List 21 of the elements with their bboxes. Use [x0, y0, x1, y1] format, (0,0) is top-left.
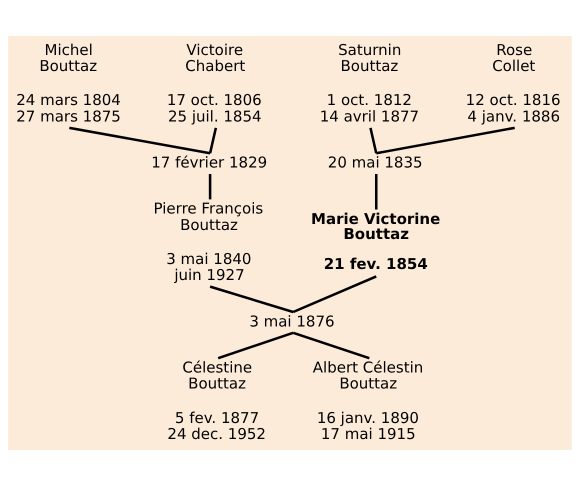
connector — [369, 127, 378, 154]
connector — [218, 331, 294, 359]
node-text: 17 février 1829 — [151, 153, 268, 172]
node-text: Victoire Chabert 17 oct. 1806 25 juil. 1854 — [166, 40, 262, 125]
connector — [376, 126, 515, 154]
node-text: Pierre François Bouttaz 3 mai 1840 juin 1927 — [154, 199, 264, 284]
connector — [208, 174, 212, 199]
node-text: Michel Bouttaz 24 mars 1804 27 mars 1875 — [16, 40, 121, 125]
node-text: Rose Collet 12 oct. 1816 4 janv. 1886 — [466, 40, 561, 125]
connector — [210, 284, 294, 313]
node-text: Marie Victorine Bouttaz 21 fev. 1854 — [311, 209, 440, 272]
node-text: Albert Célestin Bouttaz 16 janv. 1890 17 mai 1915 — [312, 358, 424, 442]
connector — [374, 174, 378, 210]
node-text: 3 mai 1876 — [249, 312, 335, 330]
connector — [292, 331, 370, 359]
connector — [292, 274, 377, 313]
connector — [69, 126, 210, 154]
node-text: Saturnin Bouttaz 1 oct. 1812 14 avril 1877 — [320, 40, 420, 125]
node-text: Célestine Bouttaz 5 fev. 1877 24 dec. 1952 — [167, 358, 266, 442]
node-text: 20 mai 1835 — [328, 153, 423, 172]
connector — [208, 127, 218, 154]
